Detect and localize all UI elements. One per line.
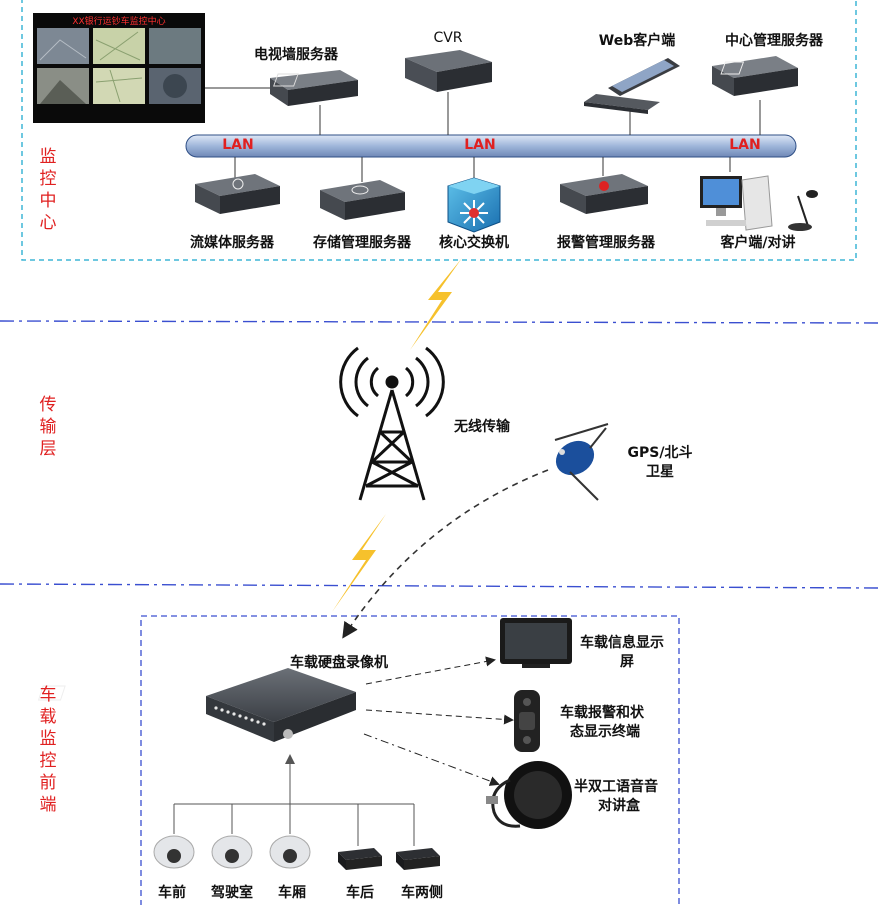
label-client-talk: 客户端/对讲 xyxy=(720,235,796,251)
dome-camera-cab-icon xyxy=(211,835,253,869)
gps-link-curve xyxy=(342,469,549,639)
vehicle-frontend-frame xyxy=(140,615,680,905)
alarm-mgmt-server-icon xyxy=(560,174,648,214)
lan-label-3: LAN xyxy=(729,137,761,153)
cvr-icon xyxy=(405,50,492,92)
label-gps-line2: 卫星 xyxy=(646,464,674,480)
label-cam-front: 车前 xyxy=(158,885,186,901)
label-core-switch: 核心交换机 xyxy=(439,235,509,251)
dome-camera-front-icon xyxy=(153,835,195,869)
label-intercom-1: 半双工语音音 xyxy=(574,779,658,795)
label-info-display-2: 屏 xyxy=(620,654,634,670)
storage-mgmt-server-icon xyxy=(320,180,405,220)
label-storage-mgmt: 存储管理服务器 xyxy=(313,235,411,251)
laptop-icon xyxy=(584,58,680,114)
intercom-box-icon xyxy=(486,761,572,829)
label-cam-rear: 车后 xyxy=(346,885,374,901)
label-alarm-mgmt: 报警管理服务器 xyxy=(557,235,655,251)
separator-line-bottom xyxy=(0,583,879,589)
radio-tower-icon xyxy=(339,346,445,501)
satellite-icon xyxy=(554,423,609,501)
label-cam-cab: 驾驶室 xyxy=(211,885,253,901)
vehicle-dvr-icon xyxy=(37,668,356,742)
label-streaming-server: 流媒体服务器 xyxy=(190,235,274,251)
label-alarm-terminal-2: 态显示终端 xyxy=(570,724,640,740)
dvr-to-display-arrow xyxy=(365,656,496,685)
box-camera-sides-icon xyxy=(396,848,440,870)
dome-camera-compartment-icon xyxy=(269,835,311,869)
lan-label-2: LAN xyxy=(464,137,496,153)
separator-line-top xyxy=(0,320,879,324)
info-display-icon xyxy=(500,618,572,668)
section-label-transport: 传 输 层 xyxy=(39,395,57,459)
label-gps-line1: GPS/北斗 xyxy=(627,445,693,461)
tvwall-server-icon xyxy=(270,70,358,106)
label-central-mgmt: 中心管理服务器 xyxy=(725,33,823,49)
lan-bus xyxy=(185,134,797,158)
label-cam-compartment: 车厢 xyxy=(278,885,306,901)
dvr-to-alarm-arrow xyxy=(365,709,514,725)
client-computer-icon xyxy=(700,175,773,231)
alarm-terminal-icon xyxy=(514,690,540,752)
lan-label-1: LAN xyxy=(222,137,254,153)
label-tvwall-server: 电视墙服务器 xyxy=(254,47,338,63)
label-cvr: CVR xyxy=(433,30,463,46)
videowall-title: XX银行运钞车监控中心 xyxy=(72,17,166,27)
label-web-client: Web客户端 xyxy=(598,33,676,49)
label-cam-sides: 车两侧 xyxy=(401,885,443,901)
box-camera-rear-icon xyxy=(338,848,382,870)
lightning-bolt-top xyxy=(410,258,462,350)
core-switch-icon xyxy=(447,177,501,233)
label-dvr: 车载硬盘录像机 xyxy=(290,655,388,671)
label-info-display-1: 车载信息显示 xyxy=(580,635,664,651)
section-label-frontend: 车 载 监 控 前 端 xyxy=(39,685,57,815)
label-intercom-2: 对讲盒 xyxy=(598,798,640,814)
label-alarm-terminal-1: 车载报警和状 xyxy=(560,705,644,721)
label-wireless: 无线传输 xyxy=(454,419,510,435)
lightning-bolt-bottom xyxy=(332,514,386,612)
monitoring-center-frame xyxy=(21,0,857,261)
section-label-center: 监 控 中 心 xyxy=(39,147,57,233)
streaming-server-icon xyxy=(195,174,280,214)
video-wall xyxy=(33,13,205,123)
central-mgmt-server-icon xyxy=(712,56,798,96)
microphone-icon xyxy=(788,190,818,231)
dvr-to-intercom-arrow xyxy=(363,733,500,786)
